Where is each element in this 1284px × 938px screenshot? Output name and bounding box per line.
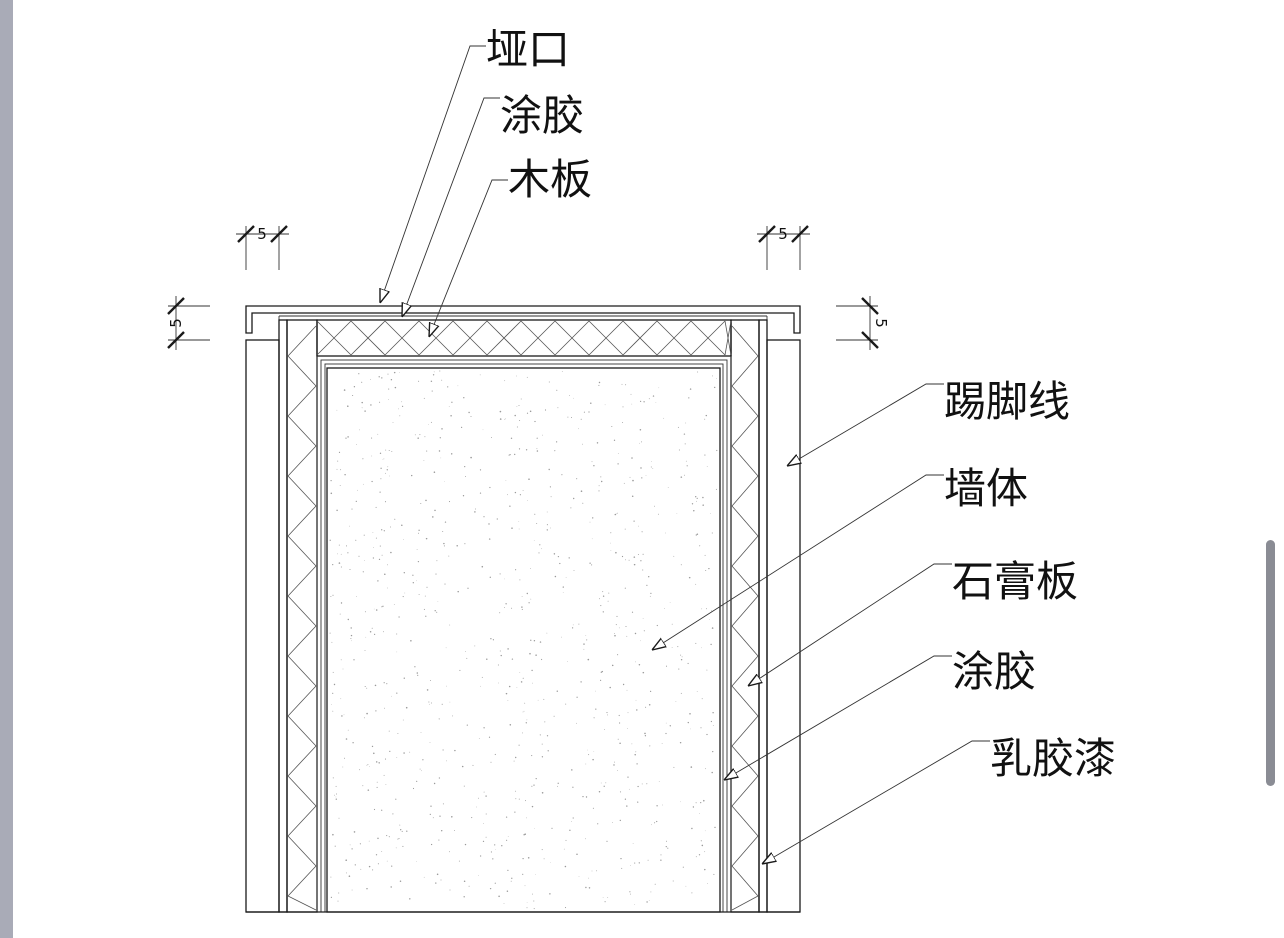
paint-layer xyxy=(324,363,724,913)
dimension-top-right: 5 xyxy=(757,225,810,270)
leaders xyxy=(380,45,990,864)
callout-labels: 垭口 涂胶 木板 踢脚线 墙体 石膏板 涂胶 乳胶漆 xyxy=(486,25,1116,783)
label-yakou: 垭口 xyxy=(486,25,570,74)
gypsum-board-left xyxy=(286,319,318,913)
dimension-side-right: 5 xyxy=(836,296,890,350)
window-left-edge xyxy=(0,0,13,938)
label-muban: 木板 xyxy=(508,155,592,204)
leader-qiangti xyxy=(652,474,944,650)
leader-yakou xyxy=(380,45,486,303)
dimension-side-left: 5 xyxy=(167,296,210,350)
leader-shigaoban xyxy=(748,563,952,686)
dimension-label: 5 xyxy=(257,225,267,243)
vertical-scrollbar-thumb[interactable] xyxy=(1266,540,1275,786)
leader-muban xyxy=(429,179,508,337)
dimension-label: 5 xyxy=(167,318,185,328)
wall-body xyxy=(326,367,721,913)
label-tujiao-right: 涂胶 xyxy=(952,647,1036,696)
wall-section xyxy=(245,305,801,913)
baseboard-left xyxy=(245,339,280,913)
glue-layer xyxy=(320,359,728,913)
leader-rujiaoqi xyxy=(762,740,990,864)
label-qiangti: 墙体 xyxy=(944,464,1028,513)
label-rujiaoqi: 乳胶漆 xyxy=(990,734,1116,783)
leader-tijiaoxian xyxy=(787,383,944,466)
leader-tujiao-right xyxy=(724,655,952,780)
side-board-left xyxy=(278,319,288,913)
gypsum-board-right xyxy=(730,319,760,913)
baseboard-right xyxy=(766,339,801,913)
side-board-right xyxy=(758,319,768,913)
dimension-label: 5 xyxy=(778,225,788,243)
wood-board-top xyxy=(316,319,732,357)
label-tijiaoxian: 踢脚线 xyxy=(944,377,1070,426)
leader-tujiao-top xyxy=(402,97,500,317)
dimension-top-left: 5 xyxy=(236,225,289,270)
doorway-cap xyxy=(245,305,801,334)
label-shigaoban: 石膏板 xyxy=(952,557,1078,606)
label-tujiao-top: 涂胶 xyxy=(500,91,584,140)
dimension-label: 5 xyxy=(872,318,890,328)
